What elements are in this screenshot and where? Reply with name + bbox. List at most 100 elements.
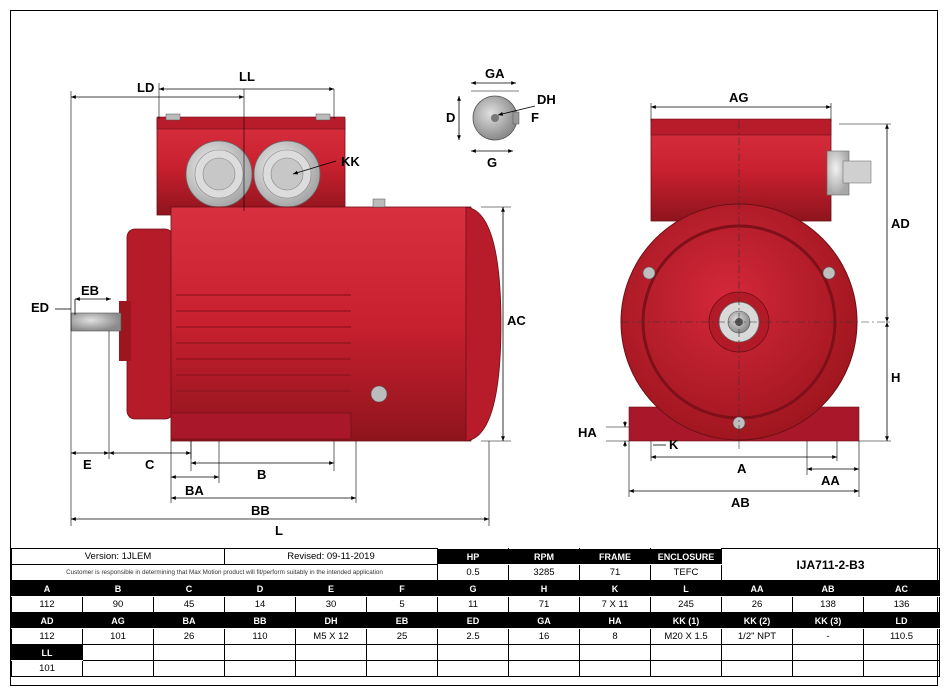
dim-value: 14: [224, 596, 296, 613]
cable-gland-1: [185, 140, 253, 208]
spec-header-hp: HP: [437, 548, 509, 565]
dim-header: G: [437, 580, 509, 597]
front-view: [620, 118, 891, 451]
dim-header: E: [295, 580, 367, 597]
dim-value: 5: [366, 596, 438, 613]
dim-label-g: G: [487, 155, 497, 170]
dim-header: B: [82, 580, 154, 597]
dim-value: M20 X 1.5: [650, 628, 722, 645]
dim-value: 138: [792, 596, 864, 613]
dim-value-row-2: 112 101 26 110 M5 X 12 25 2.5 16 8 M20 X…: [11, 628, 940, 645]
dim-value: -: [792, 628, 864, 645]
dim-value: 30: [295, 596, 367, 613]
dim-header: BB: [224, 612, 296, 629]
dim-label-eb: EB: [81, 283, 99, 298]
disclaimer-row: Customer is responsible in determining t…: [11, 564, 940, 581]
cable-gland-side: [826, 150, 872, 196]
dim-value: 16: [508, 628, 580, 645]
dim-header-row-3: LL: [11, 644, 940, 661]
spec-value-hp: 0.5: [437, 564, 509, 581]
dim-header-row-2: AD AG BA BB DH EB ED GA HA KK (1) KK (2)…: [11, 612, 940, 629]
dim-label-ag: AG: [729, 90, 749, 105]
spec-header-rpm: RPM: [508, 548, 580, 565]
dim-value: 26: [721, 596, 793, 613]
title-row: Version: 1JLEM Revised: 09-11-2019 HP RP…: [11, 548, 940, 581]
dim-header: AC: [863, 580, 940, 597]
dim-label-ld: LD: [137, 80, 154, 95]
dim-value: 8: [579, 628, 651, 645]
dim-value: 245: [650, 596, 722, 613]
dim-label-ac: AC: [507, 313, 526, 328]
dim-header: AA: [721, 580, 793, 597]
dim-header: KK (3): [792, 612, 864, 629]
dim-label-bb: BB: [251, 503, 270, 518]
dim-value: 45: [153, 596, 225, 613]
dim-header: LD: [863, 612, 940, 629]
dim-header: H: [508, 580, 580, 597]
dim-header: LL: [11, 644, 83, 661]
dim-value: 110.5: [863, 628, 940, 645]
dim-header: K: [579, 580, 651, 597]
dim-header: C: [153, 580, 225, 597]
dim-label-ab: AB: [731, 495, 750, 510]
side-view: [70, 113, 502, 442]
dim-label-ha: HA: [578, 425, 597, 440]
dim-label-ed: ED: [31, 300, 49, 315]
version-cell: Version: 1JLEM: [11, 548, 225, 565]
dim-label-f: F: [531, 110, 539, 125]
dim-value-row-3: 101: [11, 660, 940, 677]
dim-header: A: [11, 580, 83, 597]
dim-label-c: C: [145, 457, 155, 472]
dim-value: 101: [11, 660, 83, 677]
dim-value: 26: [153, 628, 225, 645]
dim-label-l: L: [275, 523, 283, 538]
dim-header: AD: [11, 612, 83, 629]
dim-value: 136: [863, 596, 940, 613]
dim-label-b: B: [257, 467, 266, 482]
dim-value: M5 X 12: [295, 628, 367, 645]
dim-value: 25: [366, 628, 438, 645]
dim-header: DH: [295, 612, 367, 629]
dim-header: BA: [153, 612, 225, 629]
dim-header: EB: [366, 612, 438, 629]
dim-header: L: [650, 580, 722, 597]
dim-value: 101: [82, 628, 154, 645]
dim-header-row-1: A B C D E F G H K L AA AB AC: [11, 580, 940, 597]
dim-header: AB: [792, 580, 864, 597]
dim-label-ba: BA: [185, 483, 204, 498]
spec-value-rpm: 3285: [508, 564, 580, 581]
dim-label-h: H: [891, 370, 900, 385]
spec-value-frame: 71: [579, 564, 651, 581]
dim-value: 112: [11, 596, 83, 613]
dim-header: GA: [508, 612, 580, 629]
model-number: IJA711-2-B3: [721, 548, 940, 581]
dim-header: KK (2): [721, 612, 793, 629]
dim-label-e: E: [83, 457, 92, 472]
dim-value: 1/2" NPT: [721, 628, 793, 645]
dimension-table: Version: 1JLEM Revised: 09-11-2019 HP RP…: [11, 548, 940, 677]
dim-header: F: [366, 580, 438, 597]
dim-value-row-1: 112 90 45 14 30 5 11 71 7 X 11 245 26 13…: [11, 596, 940, 613]
dim-label-a: A: [737, 461, 747, 476]
dim-label-k: K: [669, 437, 679, 452]
dim-value: 2.5: [437, 628, 509, 645]
spec-value-enclosure: TEFC: [650, 564, 722, 581]
drawing-sheet: LD LL KK ED EB AC E C B BA BB L: [10, 10, 940, 686]
dim-label-d: D: [446, 110, 455, 125]
dim-header: HA: [579, 612, 651, 629]
revised-cell: Revised: 09-11-2019: [224, 548, 438, 565]
dim-label-ga: GA: [485, 66, 505, 81]
dim-label-ad: AD: [891, 216, 910, 231]
dim-header: D: [224, 580, 296, 597]
dim-label-kk: KK: [341, 154, 360, 169]
disclaimer: Customer is responsible in determining t…: [11, 564, 438, 581]
shaft-end-view: GA DH D F G: [446, 66, 556, 170]
dim-label-ll: LL: [239, 69, 255, 84]
dim-label-aa: AA: [821, 473, 840, 488]
side-view-dimensions: LD LL KK ED EB AC E C B BA BB L: [31, 69, 526, 538]
dim-value: 11: [437, 596, 509, 613]
front-view-dimensions: AG AD H HA K A AA AB: [578, 90, 910, 510]
spec-header-frame: FRAME: [579, 548, 651, 565]
dim-header: AG: [82, 612, 154, 629]
dim-value: 112: [11, 628, 83, 645]
